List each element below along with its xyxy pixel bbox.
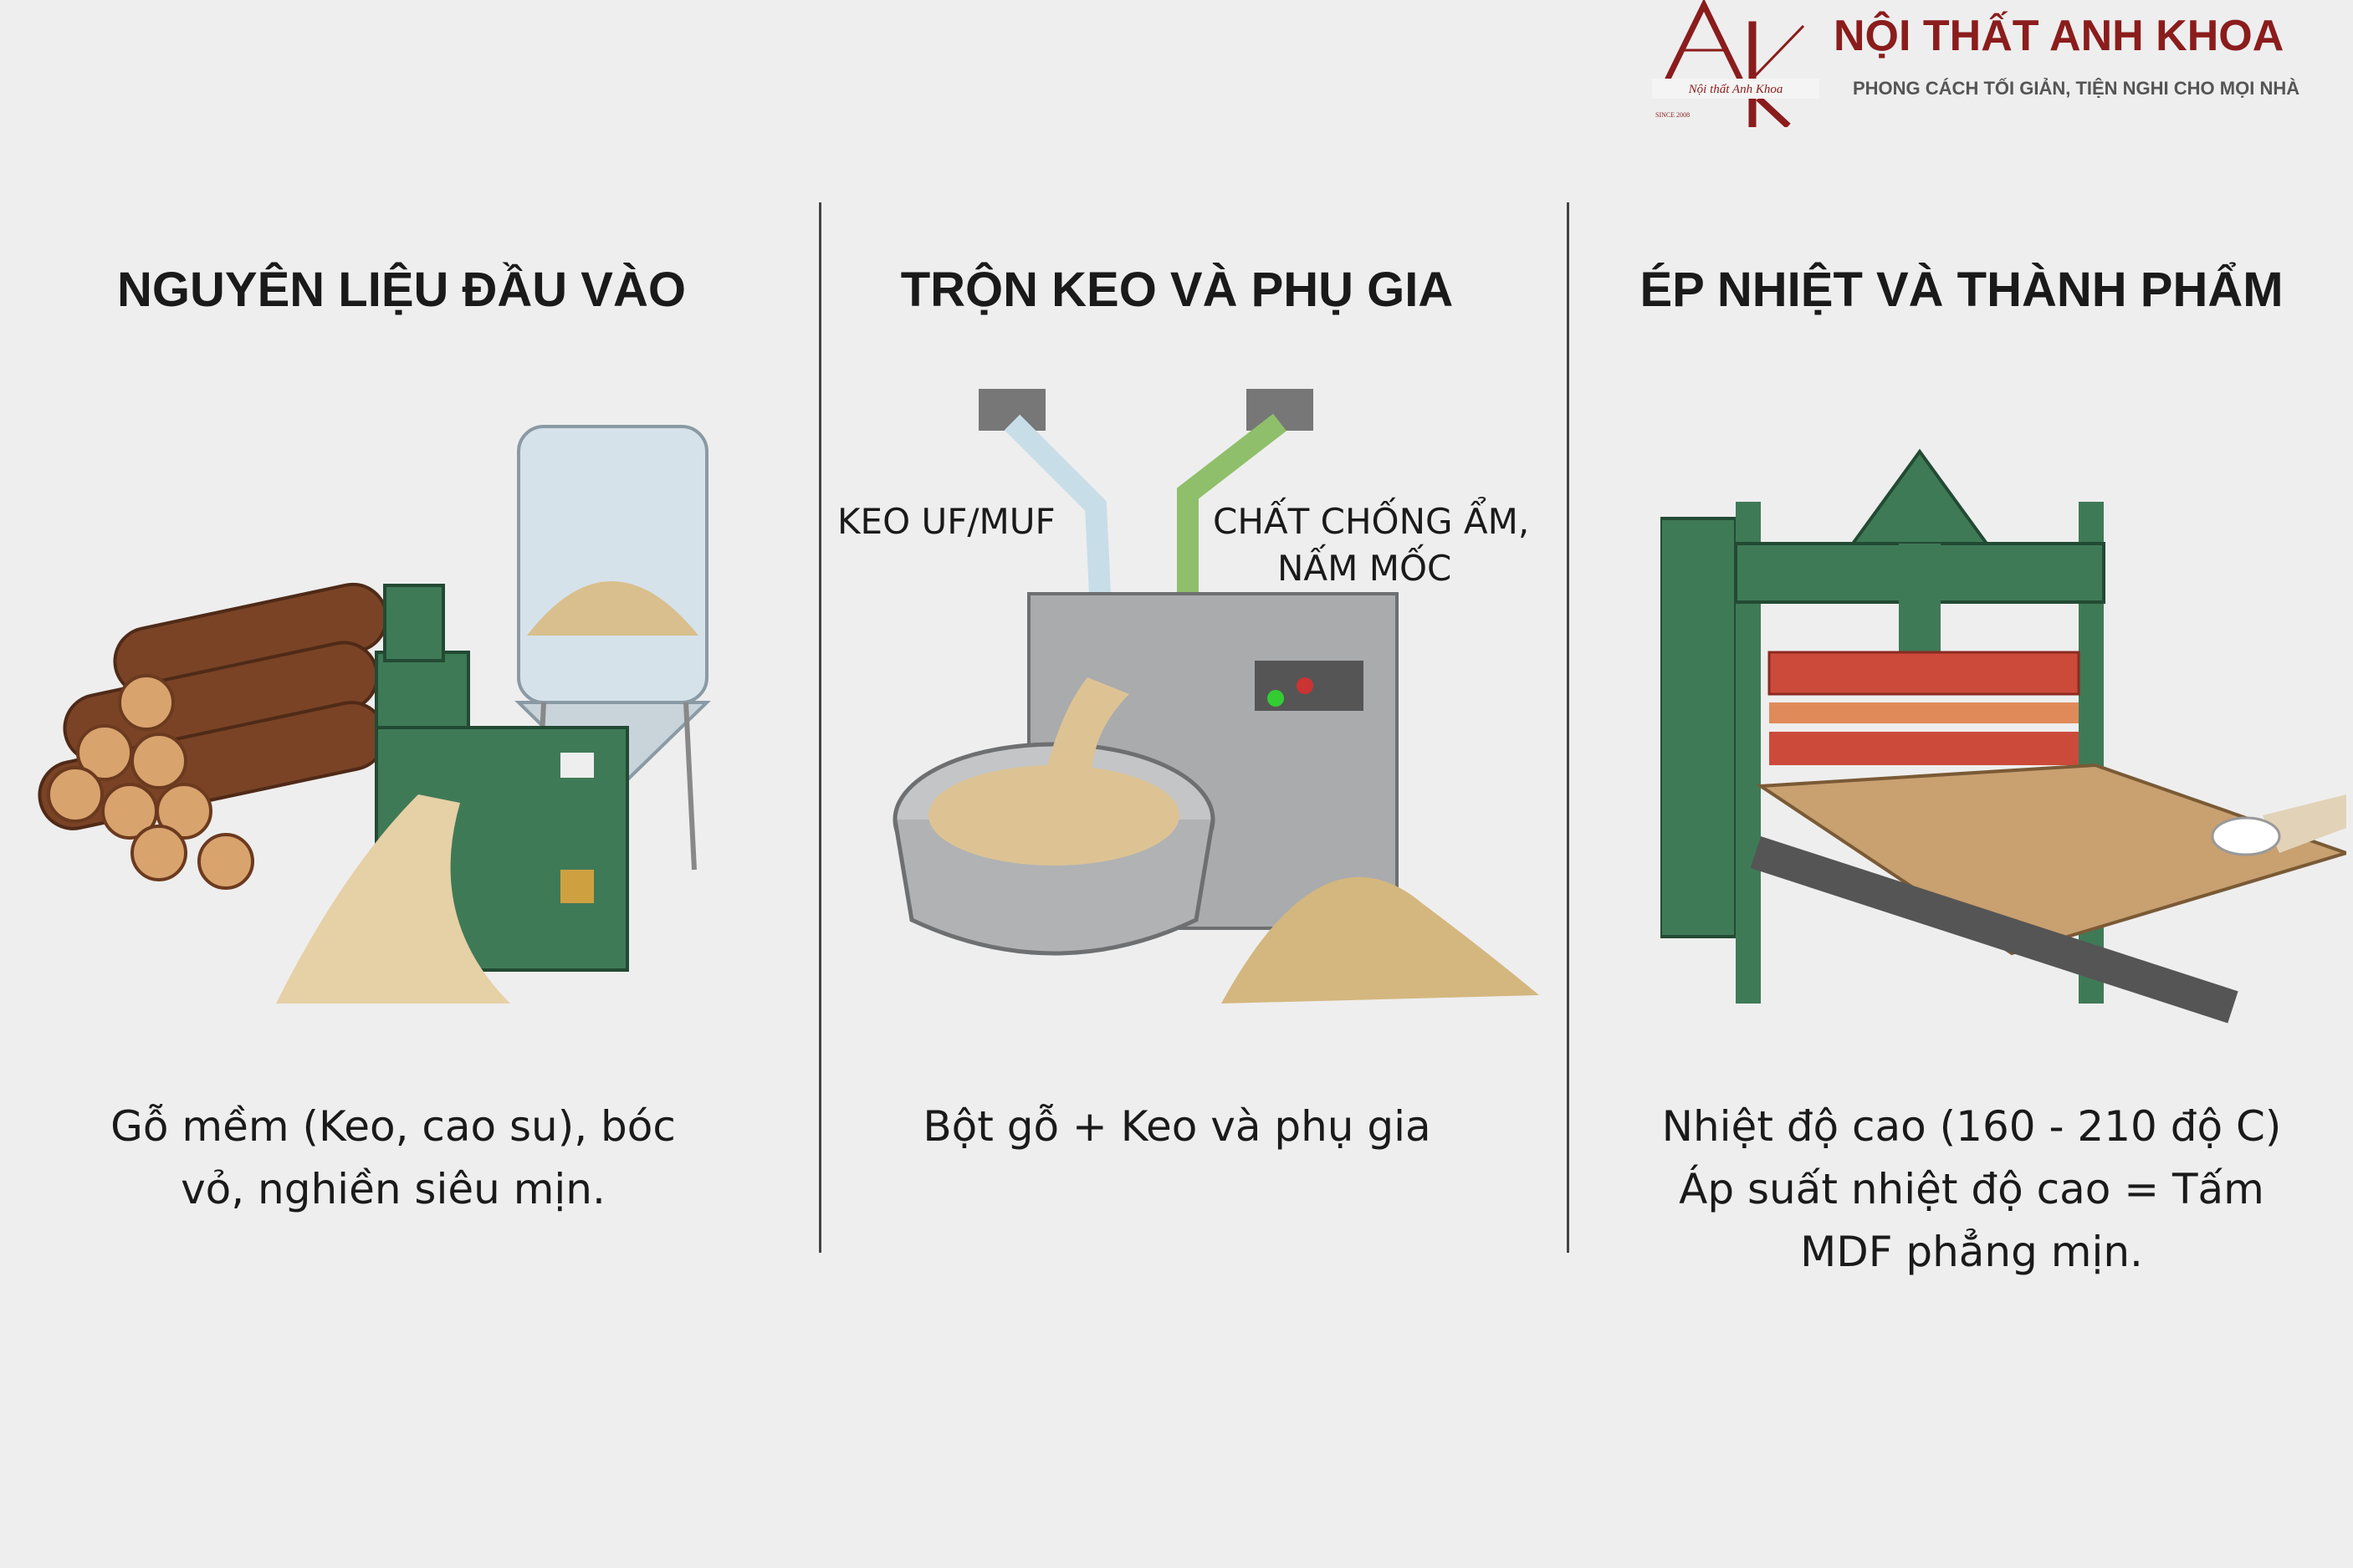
logo-since-text: SINCE 2008 <box>1655 111 1690 119</box>
caption-line: MDF phẳng mịn. <box>1800 1228 2143 1276</box>
caption-line: Áp suất nhiệt độ cao = Tấm <box>1679 1165 2264 1213</box>
step-1-title: NGUYÊN LIỆU ĐẦU VÀO <box>117 263 686 317</box>
step-2-caption: Bột gỗ + Keo và phụ gia <box>801 1096 1553 1158</box>
hot-press-illustration <box>1660 448 2346 1024</box>
mixing-machine-illustration <box>893 389 1539 1004</box>
step-3-title: ÉP NHIỆT VÀ THÀNH PHẨM <box>1639 263 2284 317</box>
caption-line: Gỗ mềm (Keo, cao su), bóc <box>110 1102 676 1151</box>
column-divider <box>819 202 821 1253</box>
caption-line: Bột gỗ + Keo và phụ gia <box>923 1102 1431 1151</box>
caption-line: vỏ, nghiền siêu mịn. <box>181 1165 606 1213</box>
additive-label-line1: CHẤT CHỐNG ẨM, <box>1213 501 1530 542</box>
caption-line: Nhiệt độ cao (160 - 210 độ C) <box>1661 1102 2282 1151</box>
logs-and-grinder-illustration <box>38 425 711 1004</box>
step-1-caption: Gỗ mềm (Keo, cao su), bóc vỏ, nghiền siê… <box>17 1096 770 1221</box>
column-divider <box>1567 202 1569 1253</box>
additive-label-line2: NẤM MỐC <box>1277 548 1452 589</box>
brand-name: NỘI THẤT ANH KHOA <box>1834 12 2284 60</box>
step-2-title: TRỘN KEO VÀ PHỤ GIA <box>900 263 1454 317</box>
brand-slogan: PHONG CÁCH TỐI GIẢN, TIỆN NGHI CHO MỌI N… <box>1853 78 2300 99</box>
step-3-caption: Nhiệt độ cao (160 - 210 độ C) Áp suất nh… <box>1595 1096 2348 1284</box>
glue-label: KEO UF/MUF <box>837 501 1056 542</box>
logo-script-text: Nội thất Anh Khoa <box>1688 83 1783 96</box>
